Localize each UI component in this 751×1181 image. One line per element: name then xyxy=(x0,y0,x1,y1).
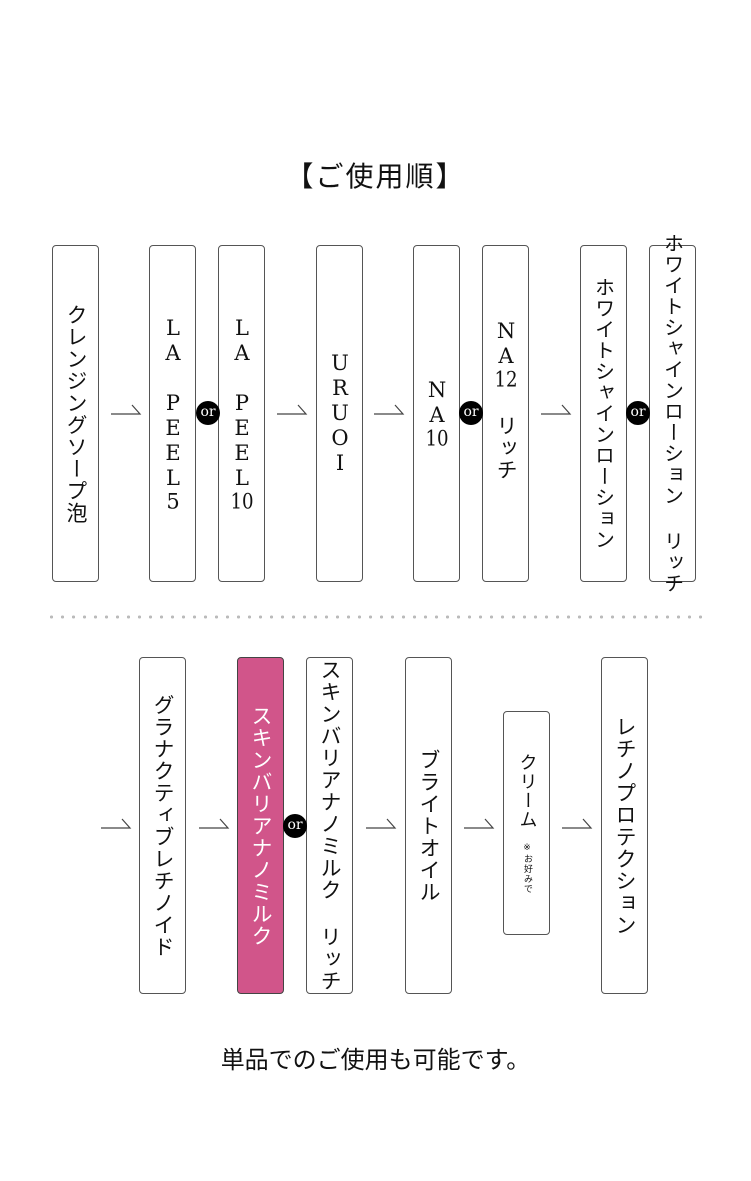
step-white-shine-lotion-rich: ホワイトシャインローション リッチ xyxy=(649,233,696,594)
page-title: 【ご使用順】 xyxy=(285,160,466,193)
arrow-icon xyxy=(277,404,308,415)
step-na10: NA10 xyxy=(413,245,460,582)
step-cream: クリーム ※お好みで xyxy=(503,711,550,935)
step-label: LA PEEL xyxy=(161,315,185,491)
divider xyxy=(46,615,702,619)
step-number: 10 xyxy=(230,490,254,512)
step-label: ホワイトシャインローション xyxy=(591,277,616,550)
step-number: 5 xyxy=(166,490,180,512)
step-label: レチノプロテクション xyxy=(613,715,637,936)
arrow-icon xyxy=(464,818,495,829)
step-label: グラナクティブレチノイド xyxy=(151,693,175,958)
step-na12-rich: NA12 リッチ xyxy=(482,245,529,582)
step-granactive-retinoid: グラナクティブレチノイド xyxy=(139,657,186,994)
step-note: ※お好みで xyxy=(522,842,532,894)
step-label: LA PEEL xyxy=(230,315,254,491)
step-label: ホワイトシャインローション リッチ xyxy=(660,233,685,594)
step-label: NA xyxy=(494,318,518,369)
or-badge: or xyxy=(459,401,483,425)
step-cleansing-soap: クレンジングソープ泡 xyxy=(52,245,99,582)
step-label: ブライトオイル xyxy=(417,748,441,903)
step-la-peel-5: LA PEEL5 xyxy=(149,245,196,582)
arrow-icon xyxy=(111,404,142,415)
or-badge: or xyxy=(626,401,650,425)
step-skin-barrier-nano-milk-rich: スキンバリアナノミルク リッチ xyxy=(306,657,353,994)
step-white-shine-lotion: ホワイトシャインローション xyxy=(580,245,627,582)
step-label: URUOI xyxy=(328,351,352,476)
arrow-icon xyxy=(101,818,132,829)
arrow-icon xyxy=(562,818,593,829)
step-suffix: リッチ xyxy=(494,414,518,481)
step-skin-barrier-nano-milk: スキンバリアナノミルク xyxy=(237,657,284,994)
step-number: 12 xyxy=(494,368,518,390)
step-retino-protection: レチノプロテクション xyxy=(601,657,648,994)
step-la-peel-10: LA PEEL10 xyxy=(218,245,265,582)
arrow-icon xyxy=(366,818,397,829)
arrow-icon xyxy=(199,818,230,829)
step-number: 10 xyxy=(425,428,449,449)
step-bright-oil: ブライトオイル xyxy=(405,657,452,994)
or-badge: or xyxy=(196,401,220,425)
arrow-icon xyxy=(541,404,572,415)
or-badge: or xyxy=(283,814,307,838)
step-label: スキンバリアナノミルク xyxy=(249,704,273,947)
step-label: クリーム xyxy=(516,752,538,829)
step-uruoi: URUOI xyxy=(316,245,363,582)
footer-note: 単品でのご使用も可能です。 xyxy=(220,1046,531,1074)
step-label: NA xyxy=(425,378,449,428)
arrow-icon xyxy=(374,404,405,415)
step-label: クレンジングソープ泡 xyxy=(64,303,88,524)
step-label: スキンバリアナノミルク リッチ xyxy=(318,659,342,992)
